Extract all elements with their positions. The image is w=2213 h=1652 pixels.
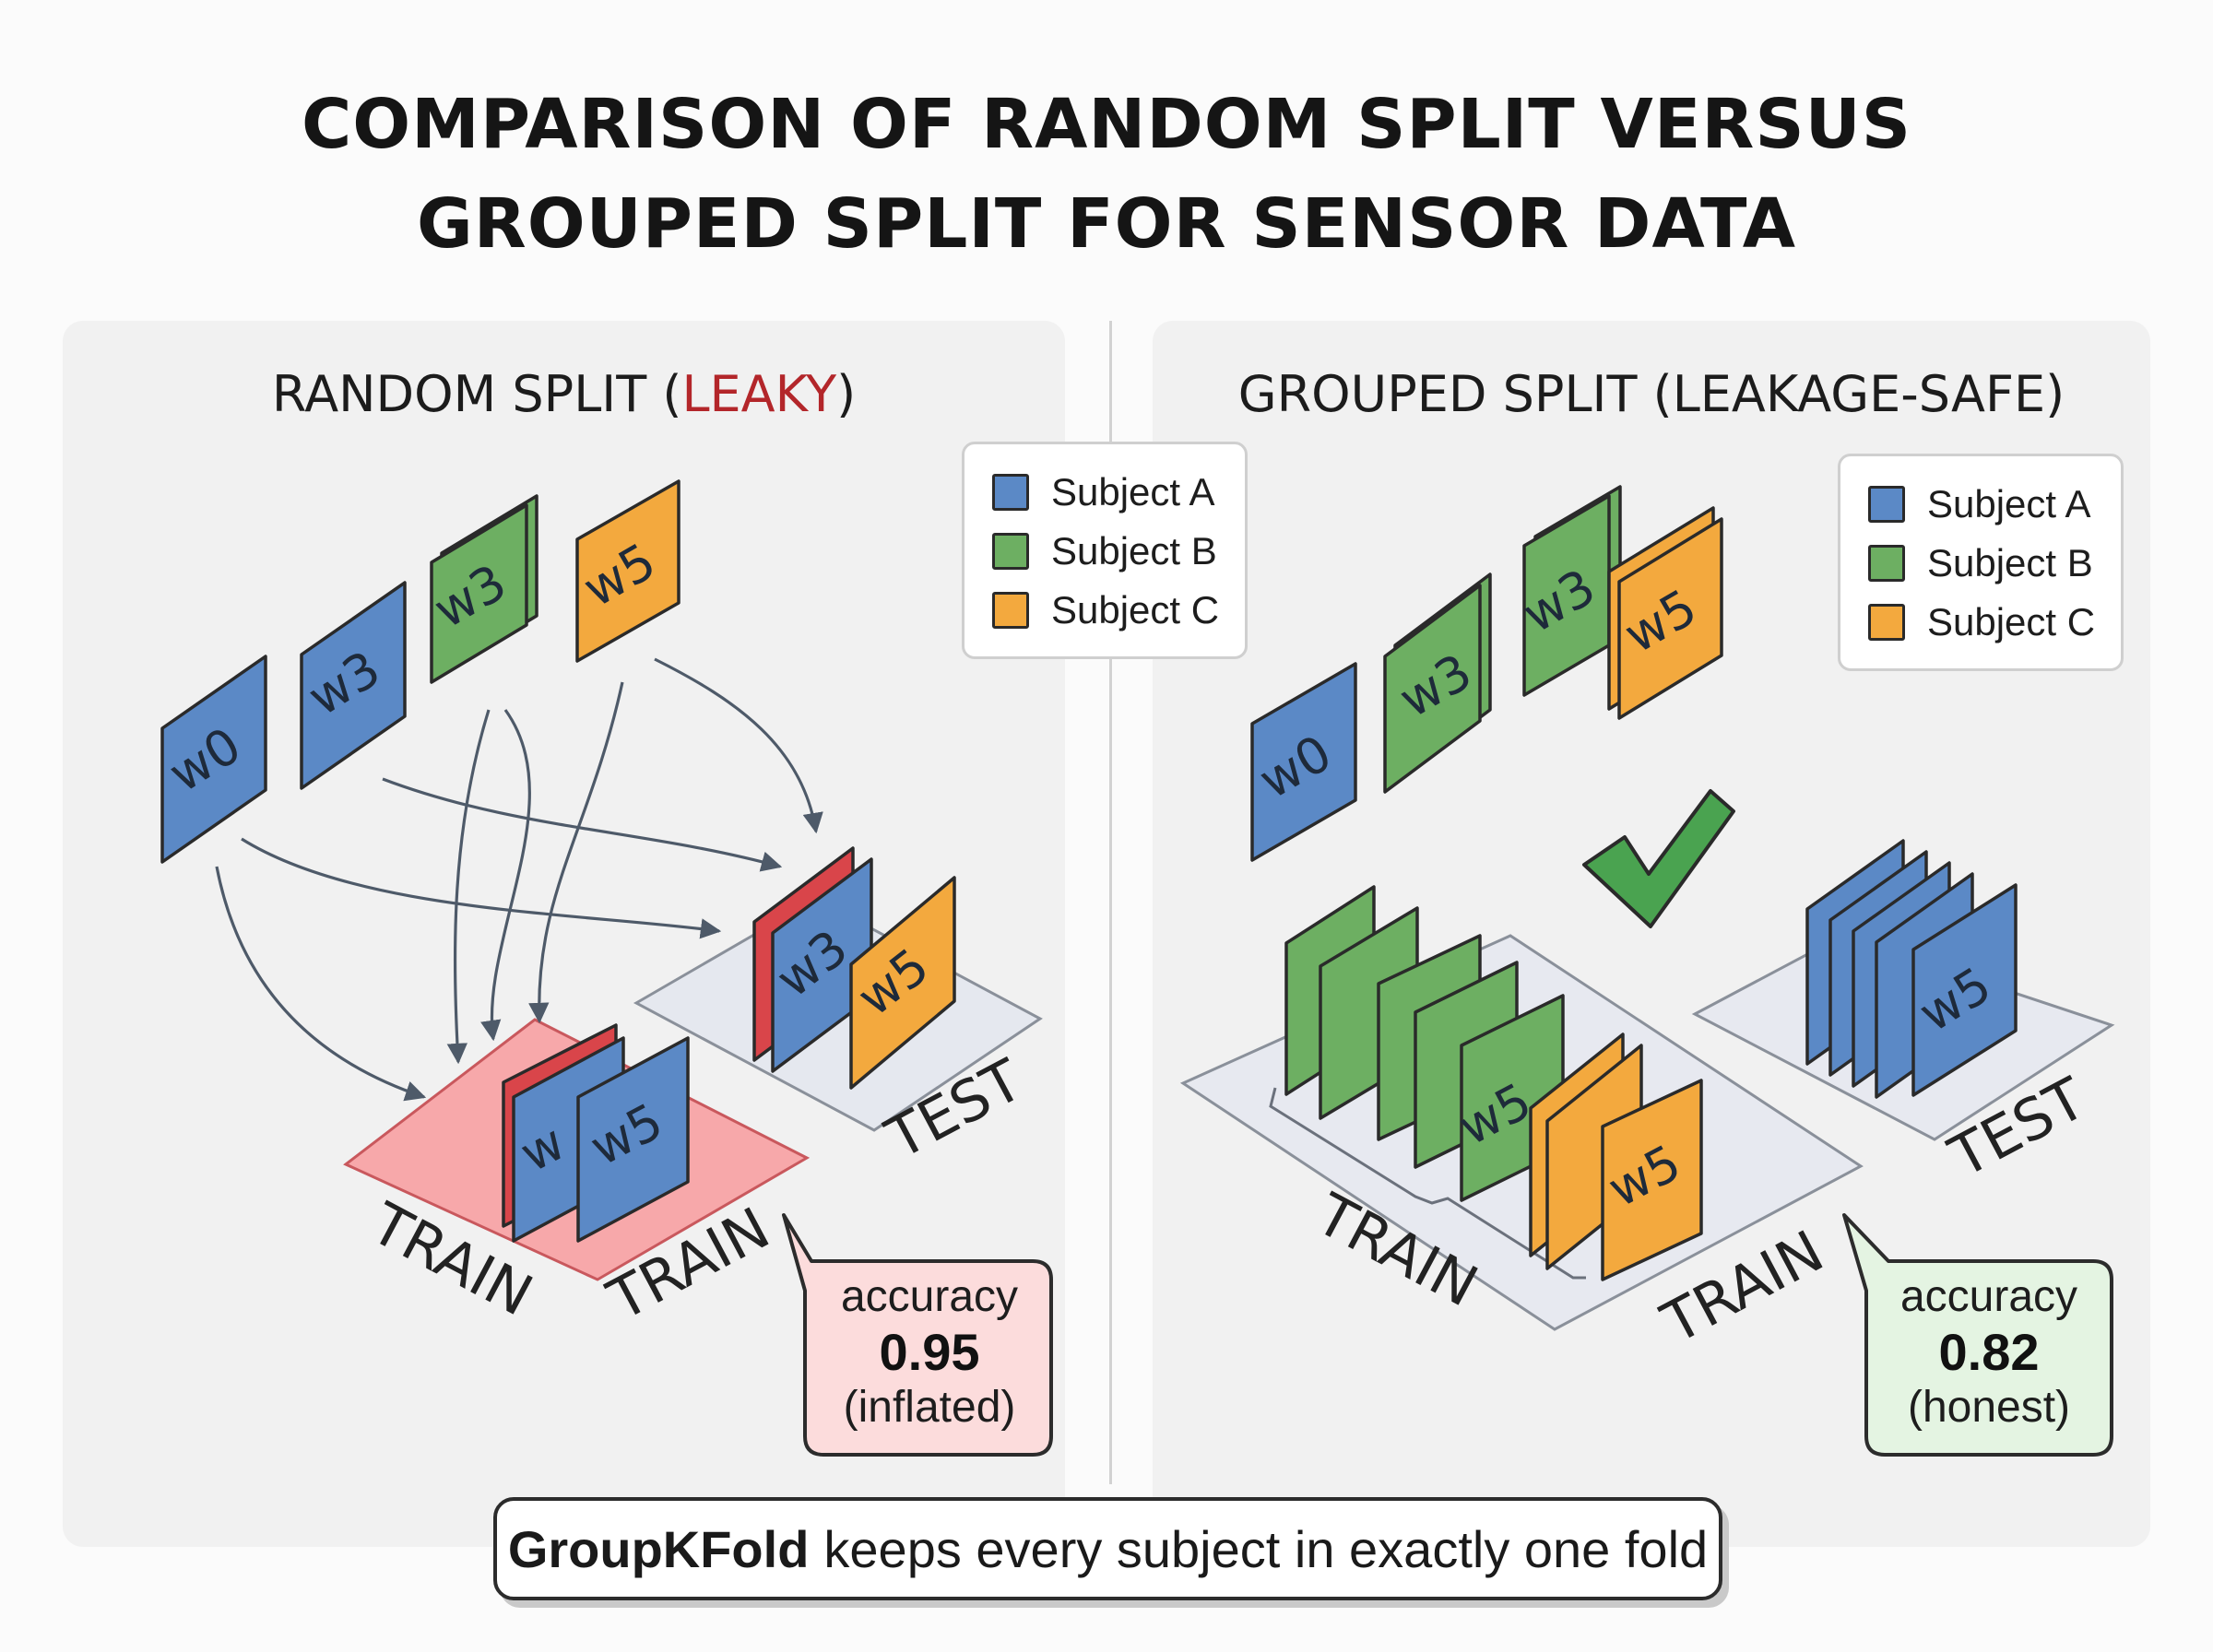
card-w5-test-subject-c	[849, 876, 956, 1090]
page-title-line-2: GROUPED SPLIT FOR SENSOR DATA	[416, 184, 1797, 264]
leaky-highlight: LEAKY	[681, 365, 837, 423]
legend-random-split: Subject A Subject B Subject C	[962, 442, 1248, 659]
accuracy-label: accuracy	[1899, 1272, 2078, 1321]
arrow	[446, 709, 491, 1065]
legend-label: Subject A	[1927, 482, 2091, 525]
page-title-line-1: COMPARISON OF RANDOM SPLIT VERSUS	[301, 85, 1912, 164]
card-w5-subject-c	[575, 479, 680, 663]
accuracy-note: (honest)	[1907, 1383, 2071, 1432]
swatch-subject-c	[992, 592, 1029, 629]
card-w5-train-subject-a	[576, 1036, 690, 1243]
train-bracket	[1269, 1087, 1586, 1280]
accuracy-label: accuracy	[840, 1272, 1019, 1321]
legend-item-subject-a: Subject A	[1868, 482, 2090, 526]
legend-item-subject-c: Subject C	[1868, 600, 2095, 644]
swatch-subject-b	[992, 533, 1029, 570]
card-w3-subject-a	[300, 581, 407, 790]
legend-grouped-split: Subject A Subject B Subject C	[1838, 454, 2124, 671]
footer-bold: GroupKFold	[507, 1519, 810, 1578]
accuracy-note: (inflated)	[843, 1383, 1016, 1432]
grouped-split-title: GROUPED SPLIT (LEAKAGE-SAFE)	[1237, 365, 2065, 423]
card-w3-subject-b	[430, 503, 528, 684]
card-subject-c	[1601, 1079, 1703, 1281]
footer-text: keeps every subject in exactly one fold	[823, 1519, 1709, 1578]
card-w5-subject-c	[1617, 517, 1723, 720]
swatch-subject-a	[1868, 486, 1905, 523]
accuracy-value: 0.95	[879, 1323, 980, 1381]
swatch-subject-c	[1868, 604, 1905, 641]
legend-label: Subject B	[1051, 529, 1217, 572]
legend-label: Subject A	[1051, 470, 1215, 513]
card-w3-subject-b	[1383, 584, 1482, 794]
card-w0-subject-a	[1250, 662, 1357, 862]
legend-label: Subject C	[1927, 600, 2096, 643]
arrow	[241, 837, 722, 939]
random-split-title-prefix: RANDOM SPLIT (	[271, 365, 682, 423]
random-split-title: RANDOM SPLIT (LEAKY)	[63, 365, 1065, 423]
arrow	[654, 657, 823, 834]
checkmark-icon	[1582, 789, 1735, 928]
accuracy-readout-leaky: accuracy 0.95 (inflated)	[810, 1269, 1049, 1435]
legend-item-subject-a: Subject A	[992, 470, 1214, 514]
panel-divider	[1109, 321, 1112, 1484]
accuracy-value: 0.82	[1938, 1323, 2040, 1381]
arrow	[215, 866, 427, 1102]
legend-item-subject-c: Subject C	[992, 588, 1219, 632]
accuracy-callout-leaky	[782, 1213, 1053, 1457]
card-w5-subject-a	[1911, 883, 2018, 1097]
arrow	[480, 709, 531, 1042]
arrow	[528, 681, 624, 1024]
accuracy-readout-honest: accuracy 0.82 (honest)	[1869, 1269, 2109, 1435]
legend-item-subject-b: Subject B	[992, 529, 1217, 573]
swatch-subject-b	[1868, 545, 1905, 582]
legend-label: Subject B	[1927, 541, 2093, 584]
random-split-title-suffix: )	[836, 365, 857, 423]
legend-label: Subject C	[1051, 588, 1220, 631]
swatch-subject-a	[992, 474, 1029, 511]
arrow	[382, 777, 783, 872]
legend-item-subject-b: Subject B	[1868, 541, 2093, 585]
card-w0-subject-a	[160, 655, 267, 864]
accuracy-callout-honest	[1842, 1213, 2113, 1457]
